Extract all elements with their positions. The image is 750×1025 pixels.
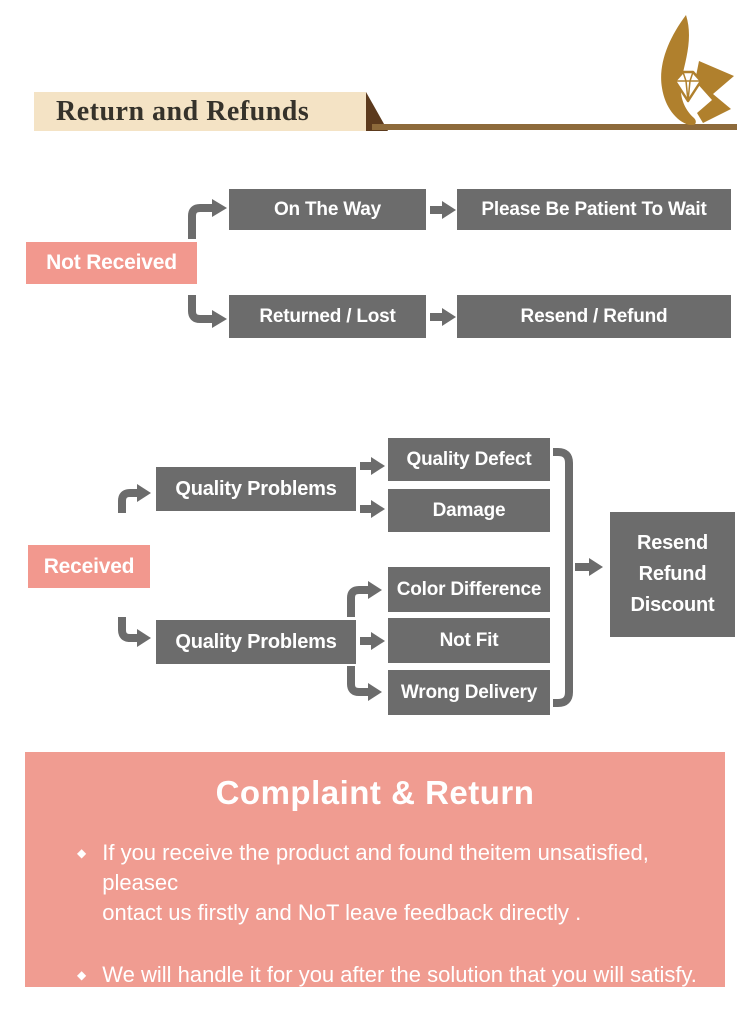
arrow-not-received-to-returned-lost (188, 295, 227, 328)
list-item-text: If you receive the product and found the… (102, 840, 649, 925)
list-item-text: We will handle it for you after the solu… (102, 962, 697, 987)
outcome-line-refund: Refund (638, 563, 707, 585)
collector-bracket (553, 448, 573, 707)
arrow-not-received-to-on-the-way (188, 199, 227, 239)
list-item: ◆ We will handle it for you after the so… (77, 960, 697, 990)
flow-box-outcome: Resend Refund Discount (610, 512, 735, 637)
flow-box-damage: Damage (388, 489, 550, 532)
flame-shape (661, 15, 696, 125)
flow-box-color-difference: Color Difference (388, 567, 550, 612)
flow-box-on-the-way: On The Way (229, 189, 426, 230)
diamond-bullet-icon: ◆ (77, 846, 87, 860)
flow-box-please-be-patient: Please Be Patient To Wait (457, 189, 731, 230)
outcome-line-resend: Resend (636, 532, 709, 554)
arrow-qp1-to-damage (360, 500, 385, 518)
flame-diamond-logo-icon (661, 15, 734, 125)
flow-box-quality-problems-1: Quality Problems (156, 467, 356, 511)
flow-box-quality-defect: Quality Defect (388, 438, 550, 481)
arrow-qp2-to-not-fit (360, 632, 385, 650)
flow-box-not-fit: Not Fit (388, 618, 550, 663)
page-title: Return and Refunds (56, 95, 310, 127)
arrow-on-the-way-to-please-wait (430, 201, 456, 219)
complaint-list: ◆ If you receive the product and found t… (25, 838, 725, 990)
flow-label-not-received: Not Received (26, 242, 197, 284)
outcome-line-discount: Discount (630, 594, 715, 616)
arrow-returned-lost-to-resend-refund (430, 308, 456, 326)
arrow-received-to-quality-problems-1 (118, 484, 151, 513)
header-divider-line (372, 124, 737, 130)
arrow-received-to-quality-problems-2 (118, 617, 151, 647)
flow-box-resend-refund: Resend / Refund (457, 295, 731, 338)
list-item: ◆ If you receive the product and found t… (77, 838, 697, 928)
diamond-bullet-icon: ◆ (77, 968, 87, 982)
flow-label-received: Received (28, 545, 150, 588)
complaint-return-panel: Complaint & Return ◆ If you receive the … (25, 752, 725, 987)
complaint-panel-title: Complaint & Return (215, 774, 535, 811)
arrow-qp2-to-color-difference (347, 581, 382, 617)
flow-box-returned-lost: Returned / Lost (229, 295, 426, 338)
flow-box-quality-problems-2: Quality Problems (156, 620, 356, 664)
arrow-qp1-to-quality-defect (360, 457, 385, 475)
section-title-banner: Return and Refunds (34, 92, 366, 131)
diamond-gem-icon (673, 70, 703, 103)
flow-box-wrong-delivery: Wrong Delivery (388, 670, 550, 715)
arrow-qp2-to-wrong-delivery (347, 666, 382, 701)
ribbon-chevron-shape (695, 61, 734, 123)
arrow-bracket-to-outcome (575, 558, 603, 576)
